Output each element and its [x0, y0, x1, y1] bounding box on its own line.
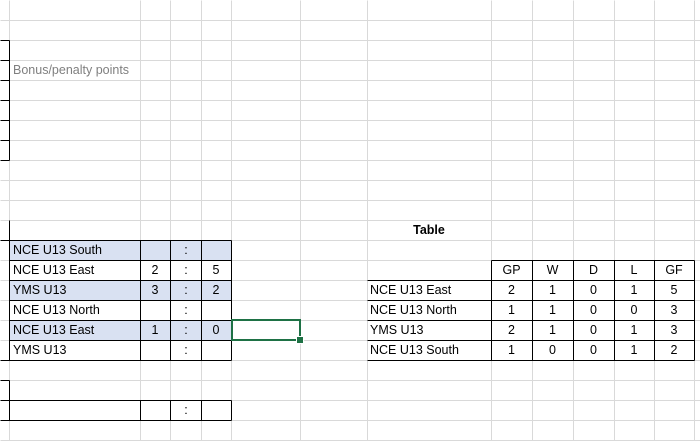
home-team-cell[interactable]: NCE U13 South: [13, 243, 102, 257]
d-cell[interactable]: 0: [590, 323, 597, 337]
home-team-cell[interactable]: NCE U13 North: [13, 303, 100, 317]
score-separator: :: [184, 263, 188, 277]
w-cell[interactable]: 1: [549, 303, 556, 317]
score-separator: :: [184, 323, 188, 337]
d-cell[interactable]: 0: [590, 283, 597, 297]
away-goals-cell[interactable]: [201, 300, 231, 320]
score-separator: :: [184, 283, 188, 297]
away-goals-cell[interactable]: [201, 240, 231, 260]
gf-cell[interactable]: 3: [670, 323, 678, 337]
header-d: D: [588, 263, 599, 277]
header-l: L: [630, 263, 638, 277]
highlight-fills: [9, 240, 231, 340]
gp-cell[interactable]: 2: [508, 283, 515, 297]
gf-cell[interactable]: 2: [670, 343, 678, 357]
away-goals-cell[interactable]: 5: [212, 263, 220, 277]
home-goals-cell[interactable]: 1: [151, 323, 159, 337]
d-cell[interactable]: 0: [590, 303, 597, 317]
score-separator: :: [184, 403, 188, 417]
header-gp: GP: [502, 263, 521, 277]
d-cell[interactable]: 0: [590, 343, 597, 357]
team-name-cell[interactable]: YMS U13: [370, 323, 424, 337]
home-goals-cell[interactable]: 2: [151, 263, 159, 277]
home-team-cell[interactable]: NCE U13 East: [13, 323, 95, 337]
home-goals-cell[interactable]: [140, 240, 170, 260]
home-team-cell[interactable]: NCE U13 East: [13, 263, 95, 277]
row-highlight: [9, 280, 231, 300]
gp-cell[interactable]: 2: [508, 323, 515, 337]
l-cell[interactable]: 1: [630, 283, 638, 297]
row-highlight: [9, 320, 231, 340]
header-gf: GF: [665, 263, 683, 277]
team-name-cell[interactable]: NCE U13 East: [370, 283, 452, 297]
standings-title: Table: [413, 223, 445, 237]
score-separator: :: [184, 303, 188, 317]
gf-cell[interactable]: 5: [670, 283, 678, 297]
bonus-penalty-label: Bonus/penalty points: [13, 63, 130, 77]
home-goals-cell[interactable]: [140, 340, 170, 360]
header-w: W: [546, 263, 559, 277]
home-team-cell[interactable]: YMS U13: [13, 283, 67, 297]
active-cell-selection[interactable]: [231, 319, 301, 341]
home-goals-cell[interactable]: 3: [151, 283, 159, 297]
score-separator: :: [184, 243, 188, 257]
l-cell[interactable]: 1: [630, 323, 638, 337]
score-separator: :: [184, 343, 188, 357]
away-goals-cell[interactable]: 2: [212, 283, 220, 297]
w-cell[interactable]: 1: [549, 323, 556, 337]
w-cell[interactable]: 0: [549, 343, 556, 357]
l-cell[interactable]: 1: [630, 343, 638, 357]
fill-handle[interactable]: [296, 336, 304, 344]
l-cell[interactable]: 0: [630, 303, 638, 317]
gp-cell[interactable]: 1: [508, 303, 515, 317]
cell-borders: [0, 40, 695, 421]
team-name-cell[interactable]: NCE U13 North: [370, 303, 457, 317]
row-highlight: [9, 240, 231, 260]
away-goals-cell[interactable]: 0: [212, 323, 220, 337]
home-goals-cell[interactable]: [140, 300, 170, 320]
away-goals-cell[interactable]: [201, 340, 231, 360]
gp-cell[interactable]: 1: [508, 343, 515, 357]
w-cell[interactable]: 1: [549, 283, 556, 297]
home-team-cell[interactable]: YMS U13: [13, 343, 67, 357]
team-name-cell[interactable]: NCE U13 South: [370, 343, 459, 357]
gf-cell[interactable]: 3: [670, 303, 678, 317]
